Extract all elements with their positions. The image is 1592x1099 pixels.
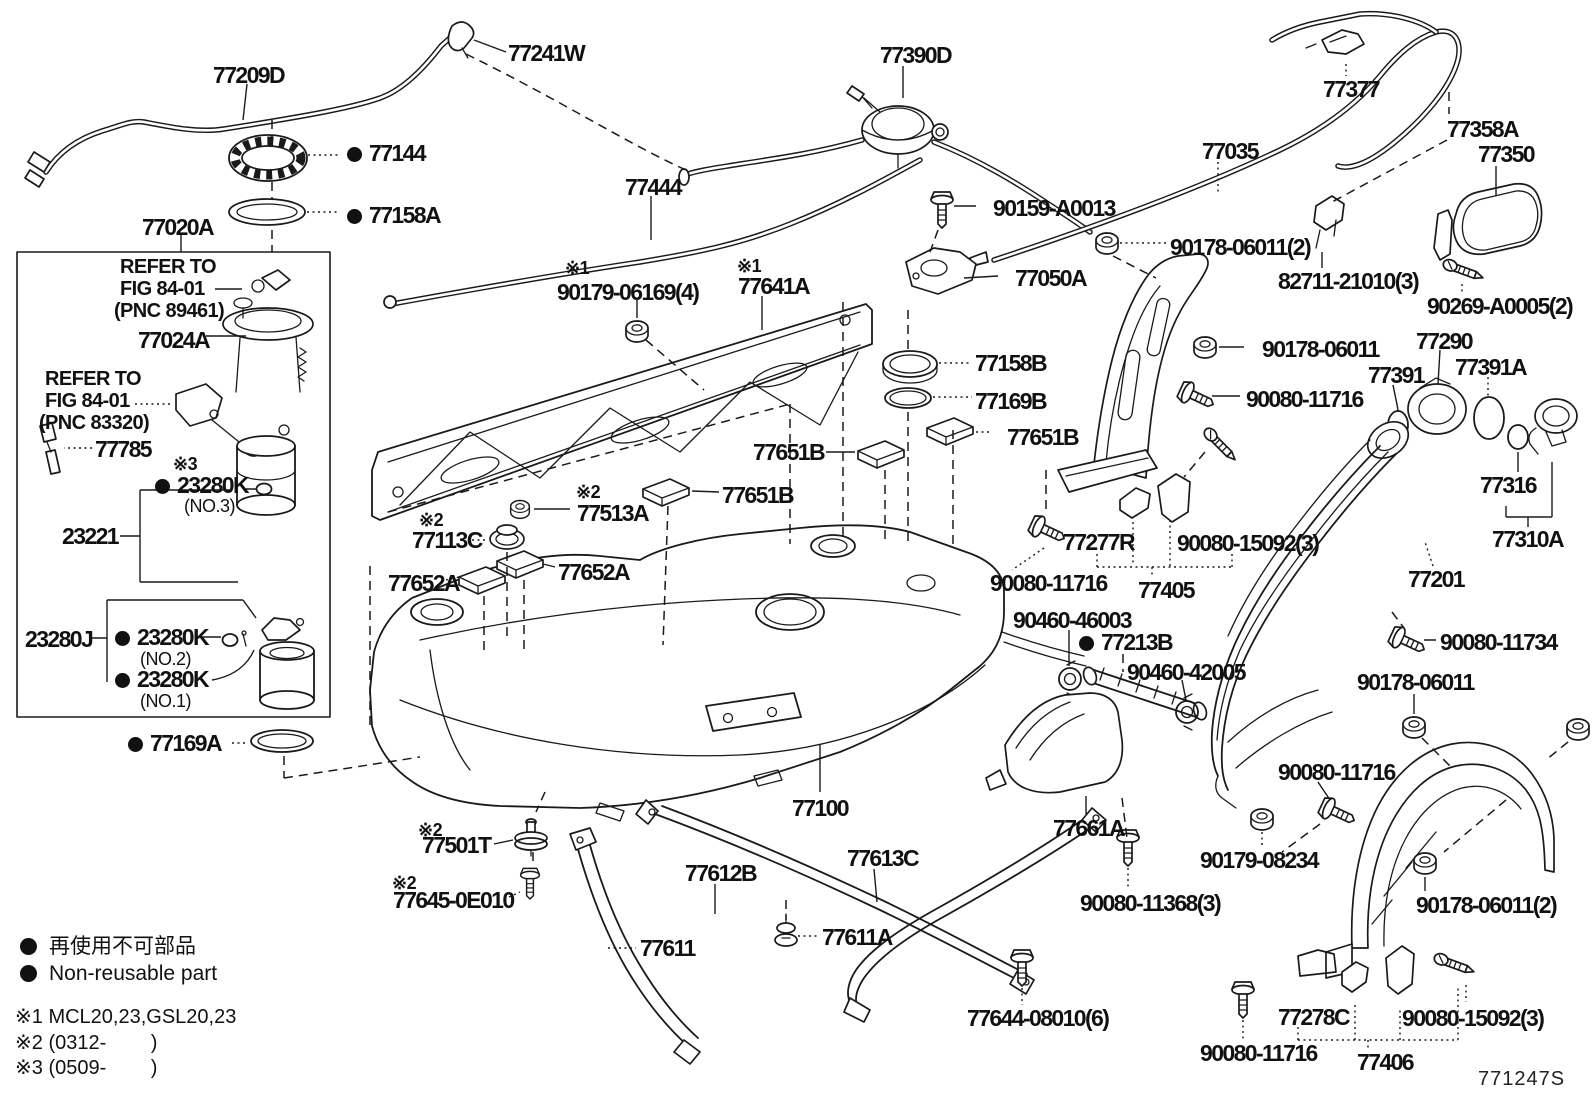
lid-hinge <box>1433 209 1453 261</box>
valve-77390d <box>678 85 1093 235</box>
leader-lines <box>64 39 1519 1040</box>
bracket-77278c-2 <box>1385 945 1415 995</box>
connector-77785-icon <box>39 422 61 475</box>
gasket-77169b <box>884 387 932 409</box>
bolt-90080-11716-right <box>1175 378 1219 416</box>
sensor-23280j-icon <box>261 617 301 641</box>
pad-77651b-c <box>642 478 690 507</box>
cushion-pads <box>458 417 974 595</box>
fuel-tank <box>369 524 1087 822</box>
nut-90178-06011-2-b2 <box>1566 718 1590 741</box>
clamp-82711 <box>1313 195 1345 231</box>
sender-icon <box>261 269 291 291</box>
filler-pipe-77201 <box>1210 420 1410 809</box>
bracket-77405-1 <box>1119 487 1151 519</box>
clamp-77241w <box>447 21 475 52</box>
nut-90178-06011-2-b1 <box>1413 852 1437 875</box>
pin-77501t <box>514 818 548 900</box>
bracket-77278c-1 <box>1341 961 1369 993</box>
retainer-77158b <box>882 350 938 409</box>
fuel-lid-77350 <box>1313 182 1543 284</box>
bracket-77405-2 <box>1157 473 1191 523</box>
grommet-23280k-icon <box>255 482 273 496</box>
pump-body <box>236 435 296 457</box>
bolt-90080-11734 <box>1386 623 1430 661</box>
float-arm-icon <box>175 383 223 427</box>
nut-90178-06011-mid <box>1402 716 1426 739</box>
connector-77377 <box>1321 29 1365 55</box>
tank-straps <box>569 799 1107 1065</box>
screw-90080-15092-mid <box>1200 424 1241 465</box>
nut-77513a <box>509 499 531 520</box>
bolt-90080-11368 <box>1116 829 1140 867</box>
screw-90269-icon <box>1440 256 1486 284</box>
nut-90179-08234 <box>1250 808 1274 831</box>
gasket-77169a <box>250 729 314 753</box>
bolt-90080-11716-arch <box>1316 794 1360 832</box>
filler-neck-parts <box>1387 377 1578 455</box>
pad-77651b-b <box>857 440 905 469</box>
hose-77213b <box>1058 660 1208 731</box>
gasket-77158a <box>228 198 306 226</box>
fuel-line-77209d <box>24 21 475 188</box>
group-connectors <box>1096 462 1553 1050</box>
screw-90080-15092-bottom <box>1431 950 1477 978</box>
heat-shield <box>371 303 873 521</box>
protector-77661a <box>985 692 1124 794</box>
filter-cup <box>259 641 315 661</box>
pump-module-box <box>16 251 331 718</box>
nut-90178-06011-right <box>1193 336 1217 359</box>
pipe-support-bracket <box>1057 253 1209 493</box>
pad-77652a-left <box>458 566 506 595</box>
gasket-77391a <box>1473 396 1505 440</box>
nut-90178-06011-2-top <box>1095 232 1119 255</box>
clamp-90460-46003 <box>1058 660 1082 698</box>
nut-90179-06169 <box>625 320 649 343</box>
hardware-icons <box>625 191 1590 1019</box>
cam-ring-77144 <box>228 134 308 226</box>
pad-77651b-a <box>926 417 974 446</box>
bolt-90159-a0013 <box>930 191 954 229</box>
damper-77050a <box>905 247 977 295</box>
pad-77652a-upper <box>496 550 544 579</box>
dashed-lines <box>271 53 1569 920</box>
wheel-arch-liner <box>1119 473 1555 995</box>
bolt-77645-icon <box>519 867 541 900</box>
bolt-90080-11716-bottom <box>1231 981 1255 1019</box>
oring-23280k-icon <box>221 633 239 647</box>
release-cable-77035 <box>969 10 1462 267</box>
fuel-cap-77310a <box>1534 398 1578 434</box>
bolt-90080-11716-mid <box>1026 512 1070 550</box>
ring-77316 <box>1507 424 1529 450</box>
clip-77611a <box>774 913 798 947</box>
fuel-pipe-77444 <box>383 157 923 309</box>
